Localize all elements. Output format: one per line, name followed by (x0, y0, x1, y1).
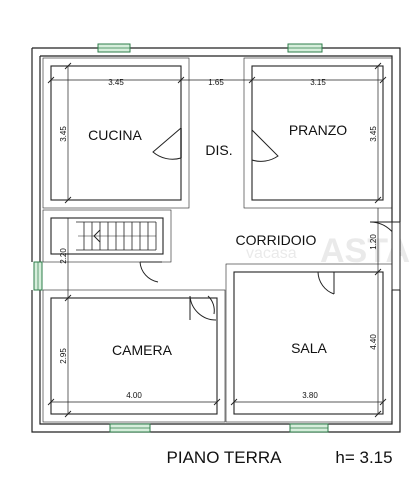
dim-kitchen-width: 3.45 (108, 78, 124, 87)
dim-kitchen-height: 3.45 (59, 126, 68, 142)
dimension-lines (51, 66, 383, 414)
dim-dining-width: 3.15 (310, 78, 326, 87)
room-label-dining: PRANZO (289, 122, 347, 138)
dim-living-height: 4.40 (369, 334, 378, 350)
room-label-corridor: CORRIDOIO (236, 232, 317, 248)
dimension-ticks (47, 62, 387, 418)
ceiling-height-label: h= 3.15 (335, 448, 392, 467)
doors (139, 126, 401, 321)
stairs (76, 221, 157, 251)
svg-text:vacasa: vacasa (246, 245, 297, 262)
room-label-dis: DIS. (205, 142, 232, 158)
plan-title: PIANO TERRA (167, 448, 283, 467)
dim-stair-height: 2.20 (59, 248, 68, 264)
room-label-bedroom: CAMERA (112, 342, 173, 358)
dim-dining-height: 3.45 (369, 126, 378, 142)
dim-living-width: 3.80 (302, 391, 318, 400)
dim-corridor-height: 1.20 (369, 234, 378, 250)
dim-bedroom-height: 2.95 (59, 348, 68, 364)
dim-dis-width: 1.65 (208, 78, 224, 87)
room-label-kitchen: CUCINA (88, 127, 142, 143)
dim-bedroom-width: 4.00 (126, 391, 142, 400)
room-label-living: SALA (291, 340, 327, 356)
